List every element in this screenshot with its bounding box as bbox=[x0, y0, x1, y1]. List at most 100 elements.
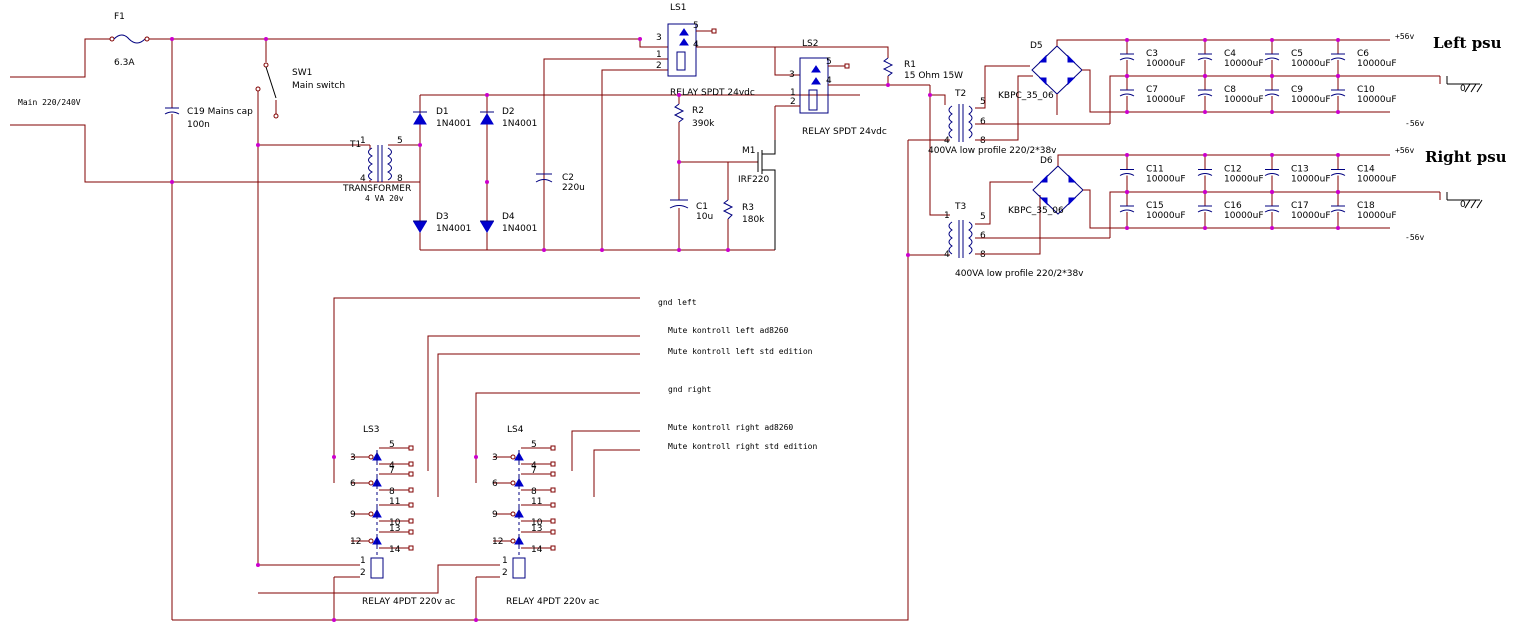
mains-cap-c19: C19 Mains cap 100n bbox=[164, 39, 253, 620]
t2-pin-6: 6 bbox=[980, 117, 986, 127]
relay-pin: 3 bbox=[350, 453, 356, 463]
ls4-value: RELAY 4PDT 220v ac bbox=[506, 597, 599, 607]
r2-ref: R2 bbox=[692, 106, 704, 116]
cap-ref: C14 bbox=[1357, 165, 1375, 175]
m1-value: IRF220 bbox=[738, 175, 770, 185]
sw1-ref: SW1 bbox=[292, 68, 312, 78]
cap-c2: C2 220u bbox=[535, 58, 668, 250]
cap-ref: C8 bbox=[1224, 85, 1236, 95]
c2-ref: C2 bbox=[562, 173, 574, 183]
relay-pin: 1 bbox=[360, 556, 366, 566]
cap-ref: C3 bbox=[1146, 49, 1158, 59]
relay-pin: 8 bbox=[531, 487, 537, 497]
relay-pin: 9 bbox=[492, 510, 498, 520]
resistor-r1: R1 15 Ohm 15W bbox=[696, 46, 963, 85]
relay-pin: 7 bbox=[531, 466, 537, 476]
conn-mute-left-ad8260: Mute kontroll left ad8260 bbox=[668, 326, 789, 335]
mains-input: Main 220/240V bbox=[10, 38, 420, 183]
c19-ref: C19 Mains cap bbox=[187, 107, 253, 117]
relay-pin: 9 bbox=[350, 510, 356, 520]
bridge-d6: D6 KBPC_35_06 bbox=[1008, 154, 1390, 229]
left-psu-title: Left psu bbox=[1433, 34, 1502, 52]
d4-value: 1N4001 bbox=[502, 224, 537, 234]
t1-value: 4 VA 20v bbox=[365, 194, 404, 203]
cap-ref: C9 bbox=[1291, 85, 1303, 95]
t2-ref: T2 bbox=[954, 89, 966, 99]
t3-pin-4: 4 bbox=[944, 250, 950, 260]
ls1-pin-4: 4 bbox=[693, 40, 699, 50]
relay-pin: 13 bbox=[389, 524, 400, 534]
relay-ls2: LS2 3 5 4 1 2 RELAY SPDT 24vdc bbox=[775, 39, 930, 137]
cap-ref: C7 bbox=[1146, 85, 1158, 95]
cap-value: 10000uF bbox=[1291, 59, 1331, 69]
d5-ref: D5 bbox=[1030, 41, 1043, 51]
relay-pin: 13 bbox=[531, 524, 542, 534]
t3-value: 400VA low profile 220/2*38v bbox=[955, 269, 1084, 279]
ls1-pin-5: 5 bbox=[693, 21, 699, 31]
cap-value: 10000uF bbox=[1291, 211, 1331, 221]
r3-ref: R3 bbox=[742, 203, 754, 213]
ls3-ref: LS3 bbox=[363, 425, 379, 435]
cap-value: 10000uF bbox=[1146, 59, 1186, 69]
d4-ref: D4 bbox=[502, 212, 515, 222]
t2-pin-4: 4 bbox=[944, 136, 950, 146]
bridge-rectifier: D1 1N4001 D2 1N4001 D3 1N4001 D4 1N4001 bbox=[413, 94, 860, 251]
d5-value: KBPC_35_06 bbox=[998, 91, 1054, 101]
main-switch-sw1: SW1 Main switch bbox=[255, 39, 345, 565]
relay-pin: 1 bbox=[502, 556, 508, 566]
conn-gnd-right: gnd right bbox=[668, 385, 712, 394]
cap-ref: C13 bbox=[1291, 165, 1309, 175]
right-pos-rail: +56v bbox=[1395, 146, 1414, 155]
cap-value: 10000uF bbox=[1357, 95, 1397, 105]
relay-pin: 4 bbox=[531, 461, 537, 471]
capacitor-banks: C310000uFC410000uFC510000uFC610000uFC710… bbox=[1119, 38, 1397, 230]
r3-value: 180k bbox=[742, 215, 765, 225]
ls2-pin-2: 2 bbox=[790, 97, 796, 107]
t1-ref: T1 bbox=[349, 140, 361, 150]
d6-ref: D6 bbox=[1040, 156, 1053, 166]
rail-labels: +56v -56v +56v -56v 0 0 bbox=[1395, 32, 1466, 242]
t3-pin-5: 5 bbox=[980, 212, 986, 222]
cap-value: 10000uF bbox=[1291, 175, 1331, 185]
ls1-ref: LS1 bbox=[670, 3, 686, 13]
ls3-value: RELAY 4PDT 220v ac bbox=[362, 597, 455, 607]
relay-pin: 11 bbox=[531, 497, 542, 507]
d3-value: 1N4001 bbox=[436, 224, 471, 234]
relay-pin: 2 bbox=[502, 568, 508, 578]
mains-label: Main 220/240V bbox=[18, 98, 81, 107]
t1-pin-4: 4 bbox=[360, 174, 366, 184]
ls2-value: RELAY SPDT 24vdc bbox=[802, 127, 887, 137]
relay-pin: 7 bbox=[389, 466, 395, 476]
d6-value: KBPC_35_06 bbox=[1008, 206, 1064, 216]
sw1-value: Main switch bbox=[292, 81, 345, 91]
t3-ref: T3 bbox=[954, 202, 966, 212]
cap-ref: C16 bbox=[1224, 201, 1242, 211]
cap-value: 10000uF bbox=[1146, 175, 1186, 185]
t3-pin-8: 8 bbox=[980, 250, 986, 260]
left-pos-rail: +56v bbox=[1395, 32, 1414, 41]
ls2-pin-4: 4 bbox=[826, 76, 832, 86]
t3-pin-6: 6 bbox=[980, 231, 986, 241]
left-gnd-label: 0 bbox=[1460, 84, 1466, 94]
d1-value: 1N4001 bbox=[436, 119, 471, 129]
relay-pin: 6 bbox=[350, 479, 356, 489]
r1-value: 15 Ohm 15W bbox=[904, 71, 963, 81]
transformer-t2: 4 5 6 8 T2 400VA low profile 220/2*38v bbox=[928, 65, 1110, 156]
t1-pin-1: 1 bbox=[360, 136, 366, 146]
cap-value: 10000uF bbox=[1146, 211, 1186, 221]
cap-ref: C5 bbox=[1291, 49, 1303, 59]
relay-pin: 3 bbox=[492, 453, 498, 463]
c1-value: 10u bbox=[696, 212, 713, 222]
d1-ref: D1 bbox=[436, 107, 449, 117]
